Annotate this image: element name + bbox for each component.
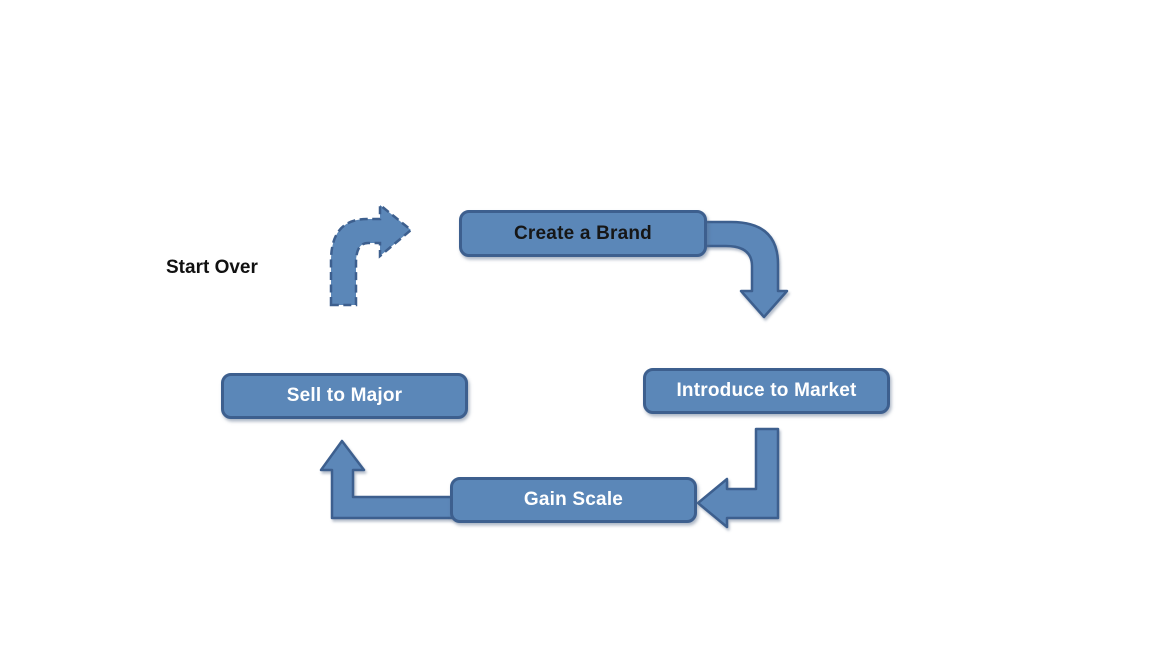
arrow-introduce-to-gain-icon bbox=[696, 427, 780, 529]
arrow-create-to-introduce-icon bbox=[698, 220, 789, 319]
node-create-a-brand: Create a Brand bbox=[459, 210, 707, 257]
start-over-label: Start Over bbox=[166, 257, 258, 278]
start-over-arrow-icon bbox=[329, 202, 413, 307]
node-introduce-to-market: Introduce to Market bbox=[643, 368, 890, 414]
node-sell-to-major: Sell to Major bbox=[221, 373, 468, 419]
arrow-gain-to-sell-icon bbox=[319, 439, 460, 520]
node-gain-scale: Gain Scale bbox=[450, 477, 697, 523]
